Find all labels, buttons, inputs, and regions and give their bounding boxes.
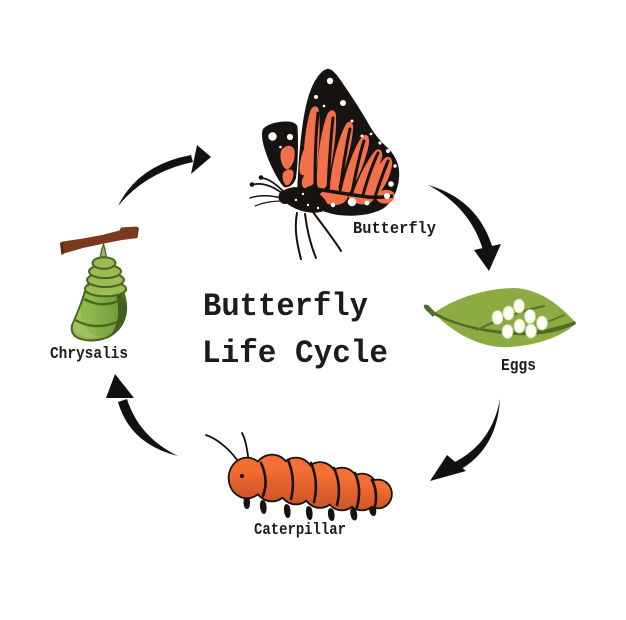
- svg-text:Butterfly: Butterfly: [203, 288, 368, 325]
- svg-text:Caterpillar: Caterpillar: [254, 521, 346, 540]
- svg-text:Butterfly: Butterfly: [353, 220, 436, 239]
- svg-text:Chrysalis: Chrysalis: [50, 345, 128, 364]
- svg-text:Life Cycle: Life Cycle: [202, 335, 388, 372]
- svg-text:Eggs: Eggs: [501, 357, 536, 376]
